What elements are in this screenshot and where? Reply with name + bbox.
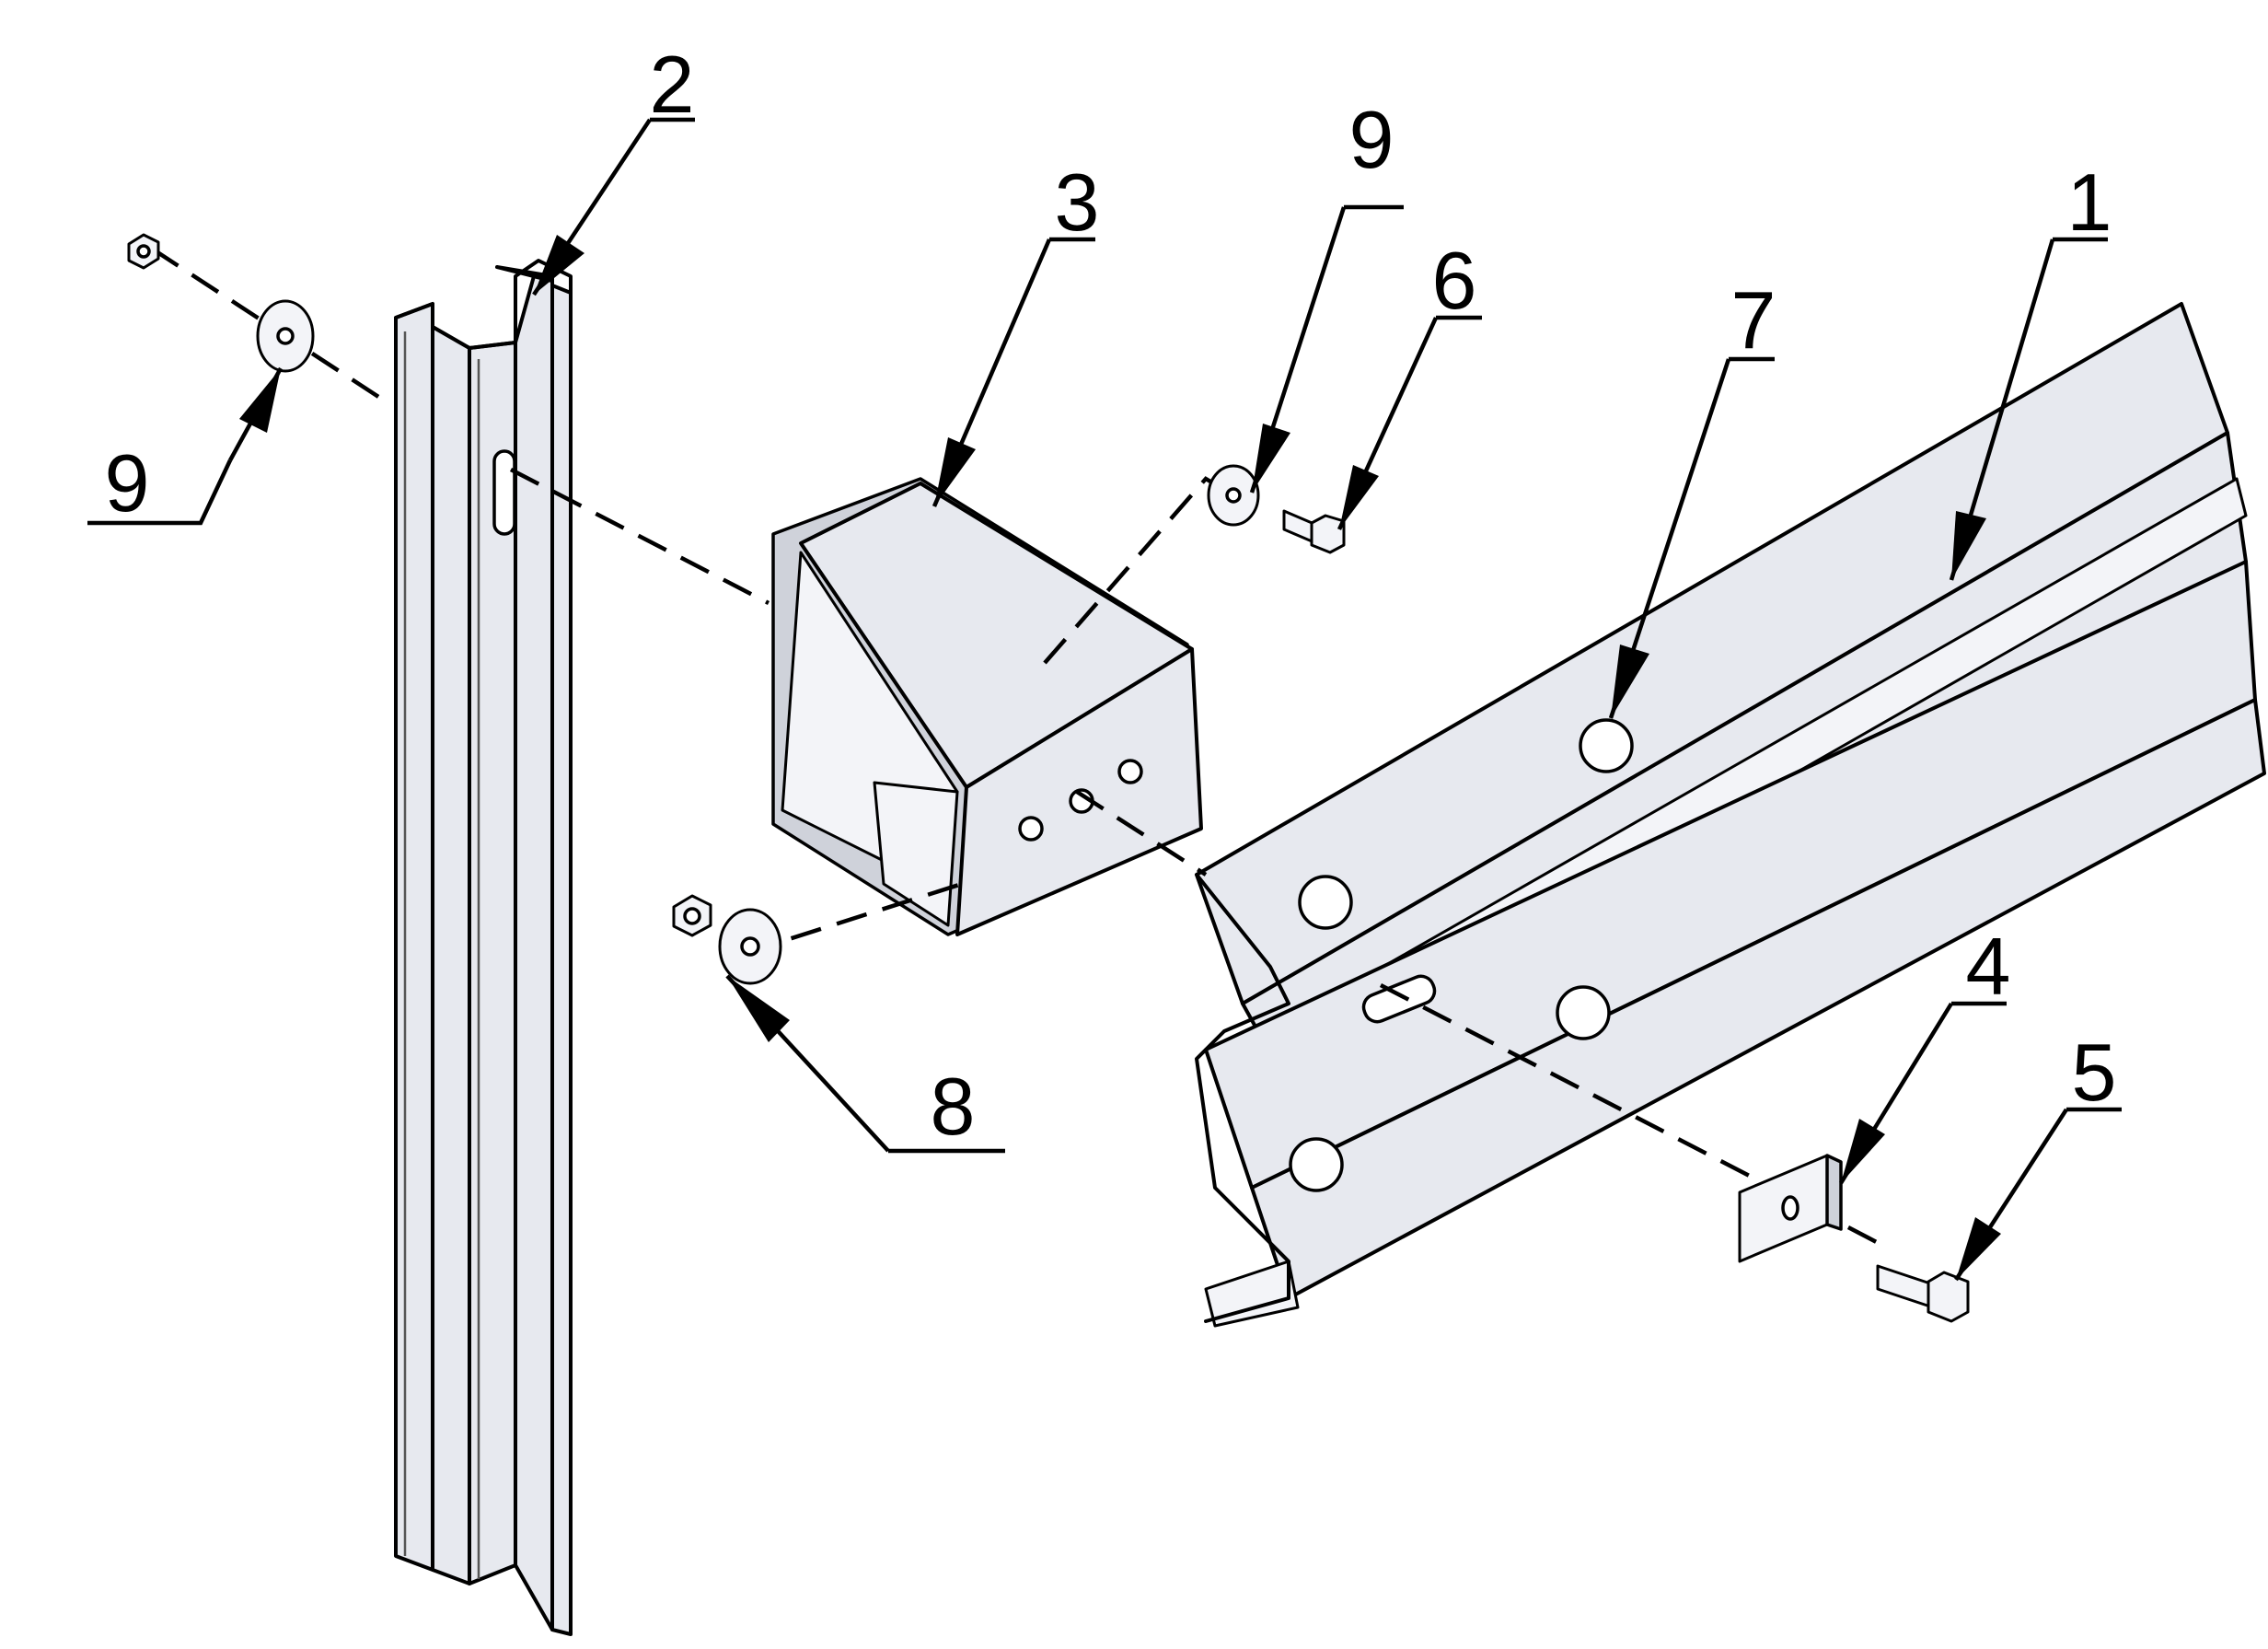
callout-label-7: 7 — [1731, 274, 1776, 366]
callout-label-3: 3 — [1055, 157, 1100, 248]
callout-label-5: 5 — [2072, 1027, 2117, 1118]
callout-label-9-top: 9 — [1349, 94, 1394, 185]
post — [394, 259, 573, 1636]
callout-labels: 2 3 9 6 7 1 4 5 9 8 — [105, 39, 2117, 1152]
callout-label-9-left: 9 — [105, 437, 150, 528]
callout-label-1: 1 — [2067, 157, 2112, 248]
callout-label-4: 4 — [1966, 921, 2011, 1012]
bolt-lower-right — [1876, 1264, 1935, 1309]
rail-beam — [1195, 302, 2266, 1328]
callout-leaders — [87, 117, 2122, 1282]
callout-label-8: 8 — [931, 1061, 976, 1152]
callout-label-6: 6 — [1432, 235, 1477, 326]
hardware — [127, 233, 1970, 1323]
callout-label-2: 2 — [650, 39, 695, 130]
spacer-block — [771, 477, 1203, 936]
post-slot — [492, 449, 516, 536]
